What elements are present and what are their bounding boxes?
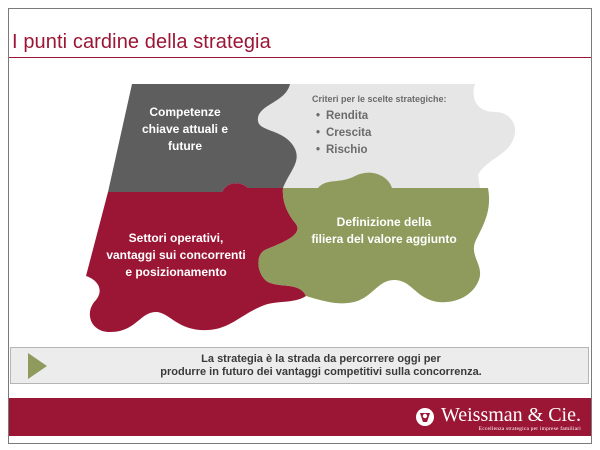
message-line: La strategia è la strada da percorrere o… [201, 353, 441, 365]
footer-bar: Weissman & Cie. Eccellenza strategica pe… [9, 398, 591, 436]
title-divider [9, 57, 591, 58]
strategy-message: La strategia è la strada da percorrere o… [71, 353, 571, 379]
puzzle-piece-competenze [108, 84, 297, 192]
piece-label-line: Definizione della [336, 215, 432, 229]
logo-name: Weissman & Cie. [440, 404, 581, 426]
logo-text: Weissman & Cie. Eccellenza strategica pe… [441, 404, 581, 432]
puzzle-piece-filiera [258, 172, 490, 304]
piece-label-line: filiera del valore aggiunto [311, 232, 457, 246]
criteria-item-label: Rischio [326, 144, 368, 156]
criteria-title: Criteri per le scelte strategiche: [312, 94, 447, 104]
slide-title: I punti cardine della strategia [12, 31, 271, 53]
piece-label-line: chiave attuali e [141, 122, 229, 136]
puzzle-piece-criteria [257, 84, 516, 188]
strategy-message-box: La strategia è la strada da percorrere o… [10, 347, 589, 384]
play-arrow-icon [28, 353, 47, 379]
criteria-item-label: Rendita [326, 110, 369, 122]
logo-tagline: Eccellenza strategica per imprese famili… [478, 426, 581, 432]
criteria-item-label: Crescita [326, 127, 372, 139]
message-line: produrre in futuro dei vantaggi competit… [160, 366, 482, 378]
piece-label-settori: Settori operativi, vantaggi sui concorre… [96, 230, 256, 281]
bullet-icon: • [316, 144, 321, 156]
piece-label-line: vantaggi sui concorrenti [106, 248, 246, 262]
list-item: • Rischio [312, 142, 447, 159]
logo-emblem-icon [415, 408, 434, 426]
piece-label-line: Competenze [149, 105, 221, 119]
piece-label-line: future [168, 139, 202, 153]
bullet-icon: • [316, 110, 321, 122]
piece-label-line: Settori operativi, [128, 231, 224, 245]
company-logo: Weissman & Cie. Eccellenza strategica pe… [415, 404, 581, 432]
criteria-list: • Rendita • Crescita • Rischio [312, 108, 447, 159]
criteria-panel: Criteri per le scelte strategiche: • Rend… [312, 94, 447, 159]
bullet-icon: • [316, 127, 321, 139]
puzzle-piece-settori [86, 183, 306, 332]
list-item: • Crescita [312, 125, 447, 142]
piece-label-competenze: Competenze chiave attuali e future [126, 104, 244, 155]
list-item: • Rendita [312, 108, 447, 125]
piece-label-line: e posizionamento [125, 265, 227, 279]
piece-label-filiera: Definizione della filiera del valore agg… [298, 214, 470, 248]
